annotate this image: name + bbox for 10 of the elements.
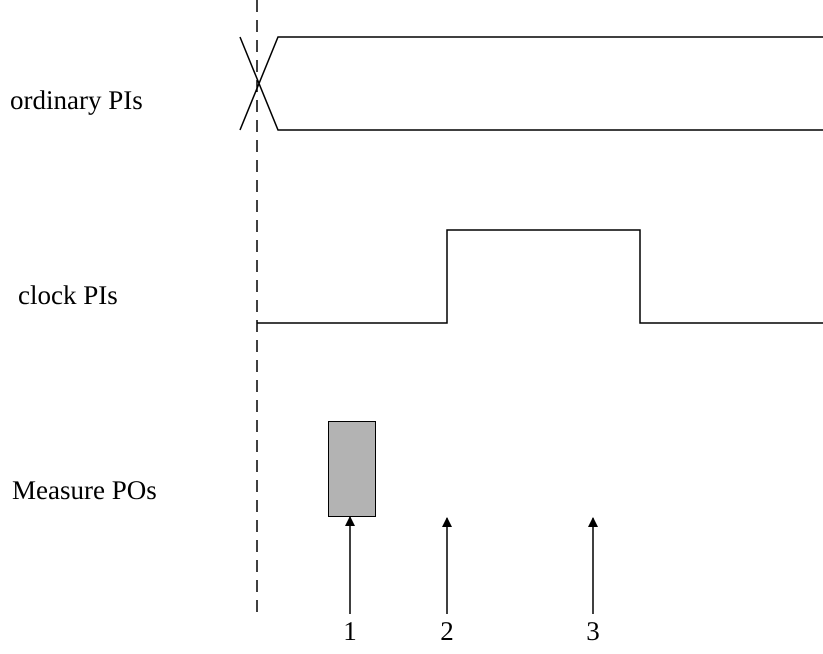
measure-window-box [328, 421, 376, 517]
signal-label: clock PIs [18, 280, 118, 310]
signal-label: ordinary PIs [10, 85, 143, 115]
arrow [345, 516, 355, 614]
signal-label: Measure POs [12, 475, 157, 505]
arrow [588, 517, 598, 614]
callout-number: 3 [578, 616, 608, 648]
callout-number: 2 [432, 616, 462, 648]
callout-number: 1 [335, 616, 365, 648]
arrow [442, 517, 452, 614]
